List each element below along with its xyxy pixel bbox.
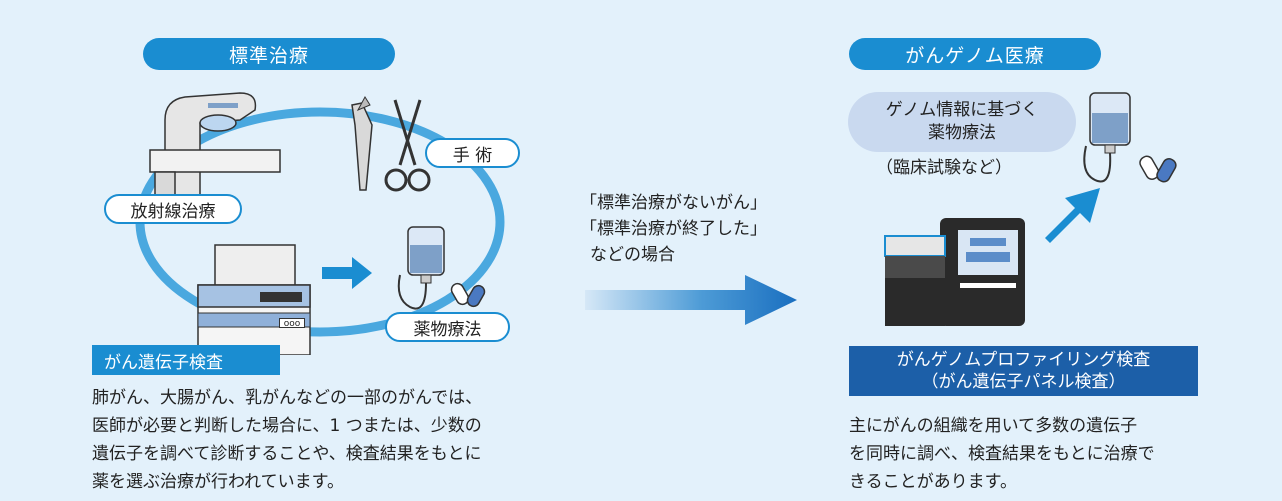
condition-line: などの場合 xyxy=(590,245,675,265)
description-line: 遺伝子を調べて診断することや、検査結果をもとに xyxy=(92,444,482,464)
iv-drip-icon xyxy=(1083,92,1131,183)
test-line: がんゲノムプロファイリング検査 xyxy=(896,350,1151,370)
small-right-arrow-icon xyxy=(322,257,372,289)
diagonal-arrow-icon xyxy=(1045,188,1100,243)
drug-therapy-label: 薬物療法 xyxy=(385,312,510,342)
genome-medicine-title: がんゲノム医療 xyxy=(849,38,1101,70)
machine-display: ooo xyxy=(279,318,305,329)
condition-line: 「標準治療が終了した」 xyxy=(580,219,767,239)
standard-treatment-title: 標準治療 xyxy=(143,38,395,70)
description-line: 主にがんの組織を用いて多数の遺伝子 xyxy=(849,416,1138,436)
genome-sequencer-icon xyxy=(884,218,1025,326)
genome-medicine-illustration xyxy=(884,92,1177,326)
pill-capsules-icon xyxy=(450,282,486,308)
iv-drip-icon xyxy=(397,226,445,310)
genome-drug-therapy-bubble: ゲノム情報に基づく 薬物療法 xyxy=(848,92,1076,152)
genome-profiling-test-box: がんゲノムプロファイリング検査 （がん遺伝子パネル検査） xyxy=(849,346,1198,396)
condition-line: 「標準治療がないがん」 xyxy=(580,193,767,213)
gene-test-label: がん遺伝子検査 xyxy=(92,345,280,375)
radiation-machine-icon xyxy=(149,92,281,203)
big-right-arrow-icon xyxy=(585,275,797,325)
bubble-line: 薬物療法 xyxy=(928,123,996,143)
pill-capsules-icon xyxy=(1139,155,1177,183)
description-line: を同時に調べ、検査結果をもとに治療で xyxy=(849,444,1155,464)
scalpel-icon xyxy=(351,96,373,191)
description-line: 肺がん、大腸がん、乳がんなどの一部のがんでは、 xyxy=(92,388,483,408)
scissors-icon xyxy=(384,99,431,192)
description-line: きることがあります。 xyxy=(849,472,1017,492)
standard-treatment-illustration xyxy=(135,92,505,355)
description-line: 薬を選ぶ治療が行われています。 xyxy=(92,472,344,492)
description-line: 医師が必要と判断した場合に、1 つまたは、少数の xyxy=(92,416,482,436)
test-line: （がん遺伝子パネル検査） xyxy=(921,372,1126,392)
clinical-trial-note: （臨床試験など） xyxy=(876,158,1012,178)
gene-test-machine-icon xyxy=(197,244,311,355)
surgery-label: 手 術 xyxy=(425,138,520,168)
radiation-therapy-label: 放射線治療 xyxy=(104,194,242,224)
bubble-line: ゲノム情報に基づく xyxy=(885,100,1039,120)
